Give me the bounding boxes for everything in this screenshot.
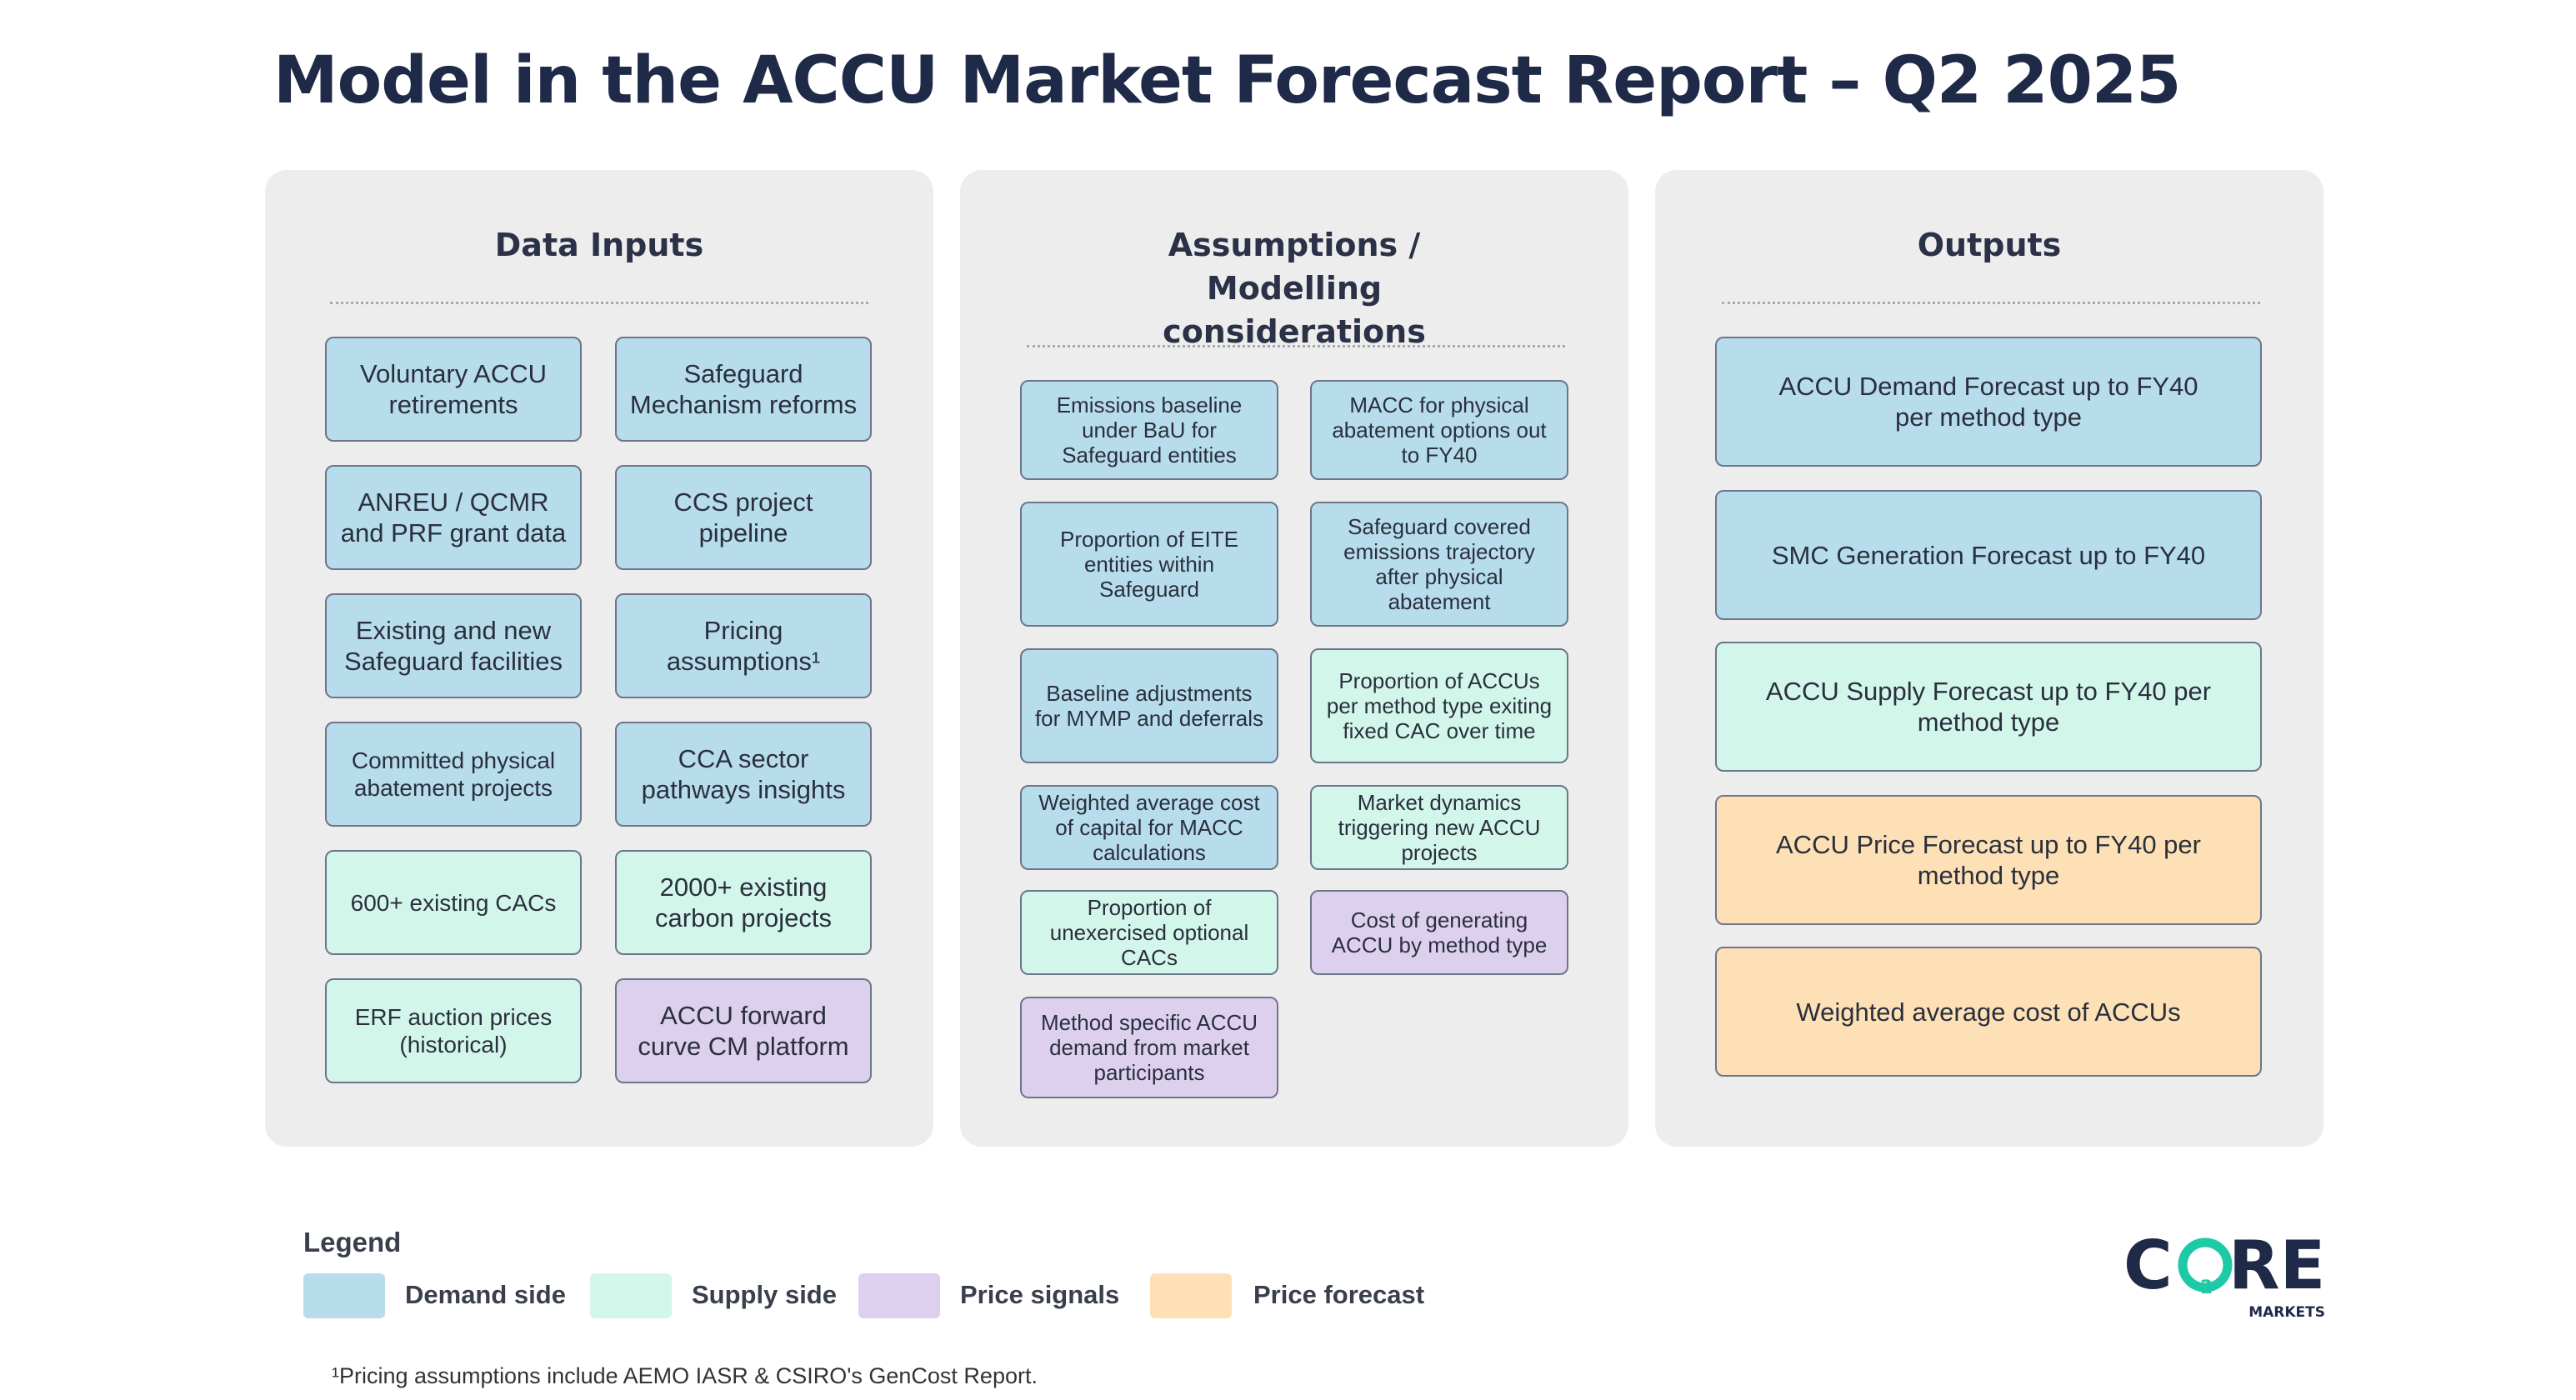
input-safeguard-reforms: Safeguard Mechanism reforms (615, 337, 872, 442)
input-pricing-assumptions: Pricing assumptions¹ (615, 593, 872, 698)
assumption-emissions-baseline: Emissions baseline under BaU for Safegua… (1020, 380, 1278, 480)
legend-swatch-price-forecast (1150, 1273, 1232, 1318)
assumption-unexercised-cacs: Proportion of unexercised optional CACs (1020, 890, 1278, 975)
legend-swatch-demand (303, 1273, 385, 1318)
data-inputs-panel: Data Inputs Voluntary ACCU retirements S… (265, 170, 933, 1147)
footnote: ¹Pricing assumptions include AEMO IASR &… (332, 1363, 1038, 1388)
core-markets-logo: C 2 RE MARKETS (2123, 1230, 2325, 1321)
legend-label-price-signals: Price signals (960, 1280, 1120, 1309)
svg-text:MARKETS: MARKETS (2248, 1304, 2325, 1321)
input-accu-forward-curve: ACCU forward curve CM platform (615, 978, 872, 1083)
assumption-eite-proportion: Proportion of EITE entities within Safeg… (1020, 502, 1278, 627)
legend-label-demand: Demand side (405, 1280, 566, 1309)
input-existing-cacs: 600+ existing CACs (325, 850, 582, 955)
assumption-market-dynamics: Market dynamics triggering new ACCU proj… (1310, 785, 1568, 870)
output-price-forecast: ACCU Price Forecast up to FY40 per metho… (1715, 795, 2262, 925)
assumption-wacc: Weighted average cost of capital for MAC… (1020, 785, 1278, 870)
divider (1027, 345, 1565, 348)
svg-text:RE: RE (2228, 1230, 2325, 1304)
assumption-cost-of-generating: Cost of generating ACCU by method type (1310, 890, 1568, 975)
output-weighted-cost: Weighted average cost of ACCUs (1715, 947, 2262, 1077)
input-anreu-qcmr-prf: ANREU / QCMR and PRF grant data (325, 465, 582, 570)
outputs-panel: Outputs ACCU Demand Forecast up to FY40 … (1655, 170, 2323, 1147)
assumptions-panel: Assumptions / Modelling considerations E… (960, 170, 1628, 1147)
assumption-accus-exiting-cac: Proportion of ACCUs per method type exit… (1310, 648, 1568, 763)
input-erf-auction-prices: ERF auction prices (historical) (325, 978, 582, 1083)
page-title: Model in the ACCU Market Forecast Report… (273, 43, 2181, 118)
assumption-covered-emissions: Safeguard covered emissions trajectory a… (1310, 502, 1568, 627)
output-supply-forecast: ACCU Supply Forecast up to FY40 per meth… (1715, 642, 2262, 772)
input-ccs-pipeline: CCS project pipeline (615, 465, 872, 570)
legend-swatch-supply (590, 1273, 672, 1318)
assumptions-heading: Assumptions / Modelling considerations (1163, 227, 1426, 350)
input-cca-pathways: CCA sector pathways insights (615, 722, 872, 827)
svg-text:C: C (2123, 1230, 2173, 1304)
legend-title: Legend (303, 1227, 402, 1258)
input-voluntary-accu-retirements: Voluntary ACCU retirements (325, 337, 582, 442)
output-demand-forecast: ACCU Demand Forecast up to FY40 per meth… (1715, 337, 2262, 467)
svg-text:2: 2 (2200, 1278, 2213, 1298)
output-smc-forecast: SMC Generation Forecast up to FY40 (1715, 490, 2262, 620)
data-inputs-heading: Data Inputs (494, 227, 704, 263)
assumption-method-demand: Method specific ACCU demand from market … (1020, 997, 1278, 1098)
divider (1722, 302, 2260, 304)
legend-label-supply: Supply side (692, 1280, 837, 1309)
assumption-macc-physical: MACC for physical abatement options out … (1310, 380, 1568, 480)
legend-label-price-forecast: Price forecast (1253, 1280, 1425, 1309)
divider (330, 302, 868, 304)
input-committed-abatement: Committed physical abatement projects (325, 722, 582, 827)
input-safeguard-facilities: Existing and new Safeguard facilities (325, 593, 582, 698)
outputs-heading: Outputs (1917, 227, 2062, 263)
assumption-baseline-adjustments: Baseline adjustments for MYMP and deferr… (1020, 648, 1278, 763)
legend-swatch-price-signals (858, 1273, 940, 1318)
input-existing-carbon-projects: 2000+ existing carbon projects (615, 850, 872, 955)
